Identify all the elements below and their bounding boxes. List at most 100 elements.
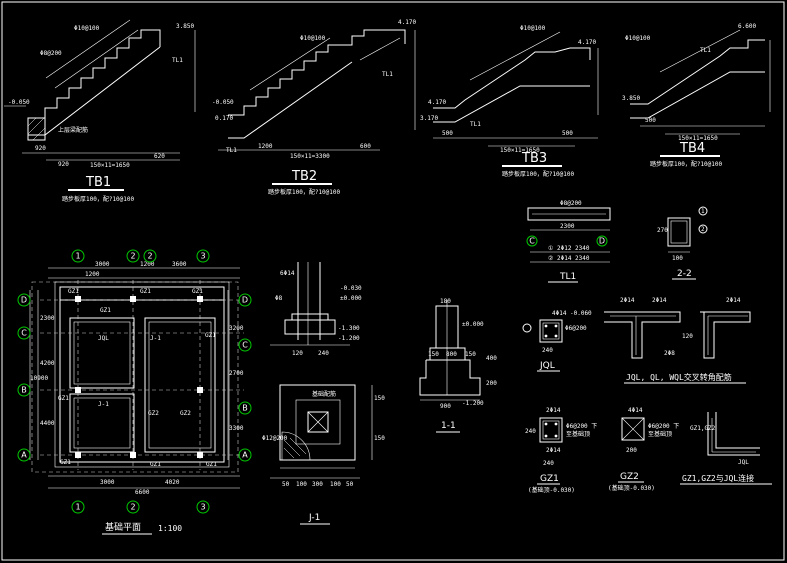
svg-text:150: 150: [374, 395, 385, 402]
plan-title: 基础平面: [105, 521, 141, 533]
svg-text:A: A: [21, 451, 27, 460]
tb4-note: 踏步板厚100，配?10@100: [650, 160, 723, 168]
svg-text:B: B: [242, 404, 248, 413]
svg-text:4Φ14: 4Φ14: [552, 310, 567, 317]
svg-text:GZ1,GZ2: GZ1,GZ2: [690, 425, 716, 432]
svg-text:2Φ14: 2Φ14: [652, 297, 667, 304]
svg-text:TL1: TL1: [700, 47, 711, 54]
svg-text:200: 200: [486, 380, 497, 387]
svg-text:C: C: [242, 341, 248, 350]
svg-text:900: 900: [440, 403, 451, 410]
svg-text:620: 620: [154, 153, 165, 160]
svg-text:至基础顶: 至基础顶: [648, 430, 672, 438]
svg-text:GZ1: GZ1: [140, 288, 151, 295]
svg-text:4020: 4020: [165, 479, 180, 486]
svg-text:GZ1: GZ1: [100, 307, 111, 314]
svg-text:GZ1: GZ1: [150, 461, 161, 468]
svg-text:JQL: JQL: [738, 459, 749, 466]
svg-text:2300: 2300: [40, 315, 55, 322]
svg-text:Φ6@200: Φ6@200: [565, 325, 587, 332]
svg-text:120: 120: [682, 333, 693, 340]
svg-text:Φ10@100: Φ10@100: [300, 35, 326, 42]
svg-text:D: D: [21, 296, 27, 305]
section-1-1: 180 ±0.000 150 800 150 200 400 -1.200 90…: [419, 298, 497, 433]
svg-text:150: 150: [465, 351, 476, 358]
svg-text:3: 3: [200, 503, 205, 512]
svg-text:6.600: 6.600: [738, 23, 756, 30]
beam-tl1-elevation: C D ① 2Φ12 2340 ② 2Φ14 2340 Φ8@200 2300 …: [526, 200, 611, 283]
svg-text:500: 500: [442, 130, 453, 137]
svg-text:Φ10@100: Φ10@100: [520, 25, 546, 32]
svg-text:150×11=1650: 150×11=1650: [678, 135, 718, 142]
plan-scale: 1:100: [158, 524, 182, 533]
tb4-title: TB4: [679, 141, 705, 156]
wall-footing-detail: Φ8 -0.030 ±0.000 -1.300 -1.200 120 240 6…: [270, 262, 362, 357]
svg-text:Φ6@200 下: Φ6@200 下: [566, 423, 597, 430]
svg-text:100: 100: [330, 481, 341, 488]
svg-text:-0.050: -0.050: [8, 99, 30, 106]
svg-text:4400: 4400: [40, 420, 55, 427]
column-gz2-section: 4Φ14 Φ6@200 下 至基础顶 200 GZ2 (基础顶-0.030): [608, 407, 679, 492]
svg-text:2Φ14: 2Φ14: [620, 297, 635, 304]
svg-text:J-1: J-1: [98, 401, 109, 408]
svg-text:D: D: [242, 296, 248, 305]
svg-text:② 2Φ14 2340: ② 2Φ14 2340: [548, 255, 590, 262]
stair-tb2: -0.050 0.170 4.170 TL1 TL1 1200 150×11=3…: [212, 19, 438, 196]
svg-text:500: 500: [562, 130, 573, 137]
svg-text:GZ2: GZ2: [180, 410, 191, 417]
svg-text:100: 100: [672, 255, 683, 262]
svg-text:TL1: TL1: [226, 147, 237, 154]
svg-text:Φ8: Φ8: [275, 295, 283, 302]
footing-j1: Φ12@200 基础配筋 50 100 300 100 50 150 150 J…: [262, 384, 385, 525]
svg-text:① 2Φ12 2340: ① 2Φ12 2340: [548, 245, 590, 252]
corner-reinforcement-detail: 2Φ14 2Φ14 2Φ14 120 2Φ8 JQL, QL, WQL交叉转角配…: [604, 297, 751, 384]
svg-text:2: 2: [147, 252, 152, 261]
svg-text:3000: 3000: [100, 479, 115, 486]
svg-text:GZ1: GZ1: [205, 332, 216, 339]
svg-text:Φ10@100: Φ10@100: [625, 35, 651, 42]
svg-text:Φ8@200: Φ8@200: [560, 200, 582, 207]
svg-text:1200: 1200: [258, 143, 273, 150]
gz2-note: (基础顶-0.030): [608, 484, 655, 492]
tl1-title: TL1: [559, 272, 576, 282]
svg-text:3000: 3000: [95, 261, 110, 268]
svg-text:2700: 2700: [229, 370, 244, 377]
svg-text:50: 50: [346, 481, 354, 488]
svg-text:300: 300: [312, 481, 323, 488]
svg-text:500: 500: [645, 117, 656, 124]
svg-text:2300: 2300: [560, 223, 575, 230]
tb3-title: TB3: [521, 151, 547, 166]
svg-text:4.170: 4.170: [398, 19, 416, 26]
svg-text:Φ10@100: Φ10@100: [74, 25, 100, 32]
svg-text:±0.000: ±0.000: [340, 295, 362, 302]
svg-text:3.170: 3.170: [420, 115, 438, 122]
svg-text:240: 240: [542, 347, 553, 354]
svg-text:3.850: 3.850: [622, 95, 640, 102]
jql-title: JQL: [539, 361, 555, 371]
svg-text:240: 240: [525, 428, 536, 435]
svg-text:920: 920: [58, 161, 69, 168]
svg-text:4.170: 4.170: [428, 99, 446, 106]
tb2-title: TB2: [291, 169, 317, 184]
svg-text:GZ1: GZ1: [58, 395, 69, 402]
svg-text:3: 3: [200, 252, 205, 261]
tb1-note: 踏步板厚100，配?10@100: [62, 195, 135, 203]
svg-text:2: 2: [130, 252, 135, 261]
svg-text:至基础顶: 至基础顶: [566, 430, 590, 438]
svg-text:JQL: JQL: [98, 335, 109, 342]
svg-text:TL1: TL1: [382, 71, 393, 78]
svg-text:Φ12@200: Φ12@200: [262, 435, 288, 442]
svg-text:2Φ14: 2Φ14: [546, 407, 561, 414]
svg-text:C: C: [529, 237, 535, 246]
svg-text:-1.200: -1.200: [338, 335, 360, 342]
stair-tb3: 4.170 TL1 4.170 500 150×11=1650 500 Φ10@…: [428, 25, 599, 178]
svg-text:1: 1: [75, 252, 80, 261]
svg-text:Φ6@200 下: Φ6@200 下: [648, 423, 679, 430]
j1-title: J-1: [308, 513, 320, 523]
svg-text:-1.200: -1.200: [462, 400, 484, 407]
svg-text:3200: 3200: [229, 325, 244, 332]
svg-text:0.170: 0.170: [215, 115, 233, 122]
svg-text:2: 2: [701, 226, 705, 233]
svg-text:D: D: [599, 237, 605, 246]
